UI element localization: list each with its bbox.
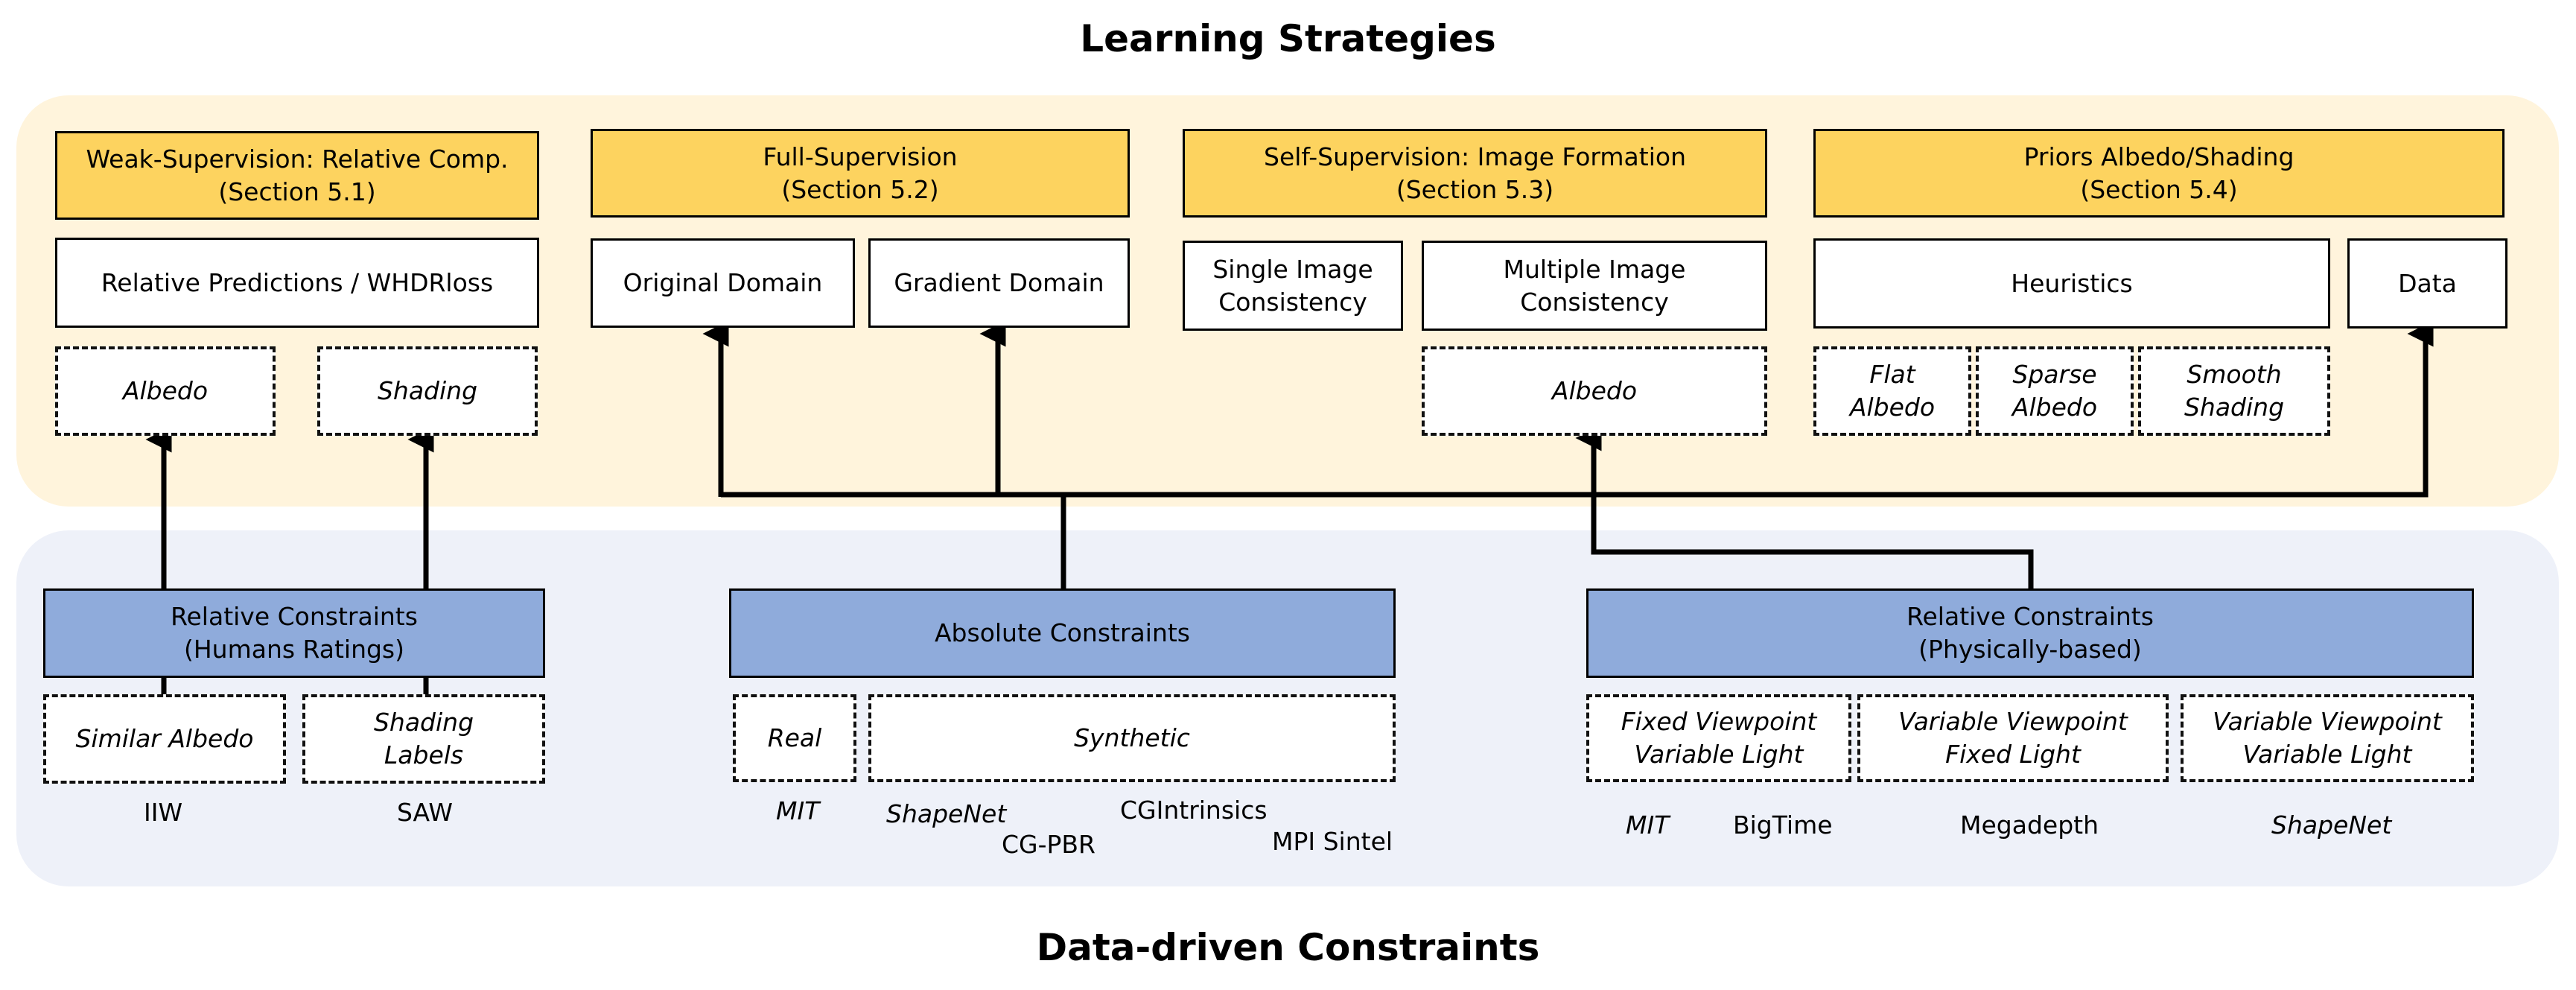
multiple-image-consistency-box: Multiple Image Consistency — [1422, 241, 1767, 331]
variable-viewpoint-fixed-light-box: Variable Viewpoint Fixed Light — [1857, 694, 2169, 782]
dataset-shapenet-absolute: ShapeNet — [886, 799, 1007, 828]
full-supervision-box: Full-Supervision (Section 5.2) — [591, 129, 1130, 218]
data-driven-constraints-title: Data-driven Constraints — [1036, 926, 1540, 969]
smooth-shading-box: Smooth Shading — [2138, 346, 2330, 436]
original-domain-box: Original Domain — [591, 238, 855, 328]
single-image-consistency-box: Single Image Consistency — [1183, 241, 1403, 331]
relative-predictions-box: Relative Predictions / WHDRloss — [55, 238, 539, 328]
fixed-viewpoint-variable-light-box: Fixed Viewpoint Variable Light — [1586, 694, 1851, 782]
dataset-mit-relative: MIT — [1626, 810, 1670, 840]
dataset-mit-absolute: MIT — [776, 796, 820, 825]
priors-box: Priors Albedo/Shading (Section 5.4) — [1813, 129, 2505, 218]
heuristics-box: Heuristics — [1813, 238, 2330, 329]
similar-albedo-box: Similar Albedo — [43, 694, 286, 784]
dataset-cgintrinsics: CGIntrinsics — [1120, 796, 1268, 825]
dataset-mpi-sintel: MPI Sintel — [1272, 827, 1393, 856]
dataset-megadepth: Megadepth — [1960, 810, 2099, 840]
self-supervision-box: Self-Supervision: Image Formation (Secti… — [1183, 129, 1767, 218]
shading-labels-box: Shading Labels — [302, 694, 545, 784]
connector-absolute-bus — [721, 492, 1066, 588]
dataset-iiw: IIW — [144, 798, 183, 827]
real-box: Real — [733, 694, 856, 782]
gradient-domain-box: Gradient Domain — [868, 238, 1130, 328]
sparse-albedo-box: Sparse Albedo — [1976, 346, 2134, 436]
variable-viewpoint-variable-light-box: Variable Viewpoint Variable Light — [2181, 694, 2474, 782]
shading-weak-box: Shading — [317, 346, 538, 436]
relative-constraints-humans-box: Relative Constraints (Humans Ratings) — [43, 588, 545, 678]
dataset-saw: SAW — [397, 798, 453, 827]
relative-constraints-physical-box: Relative Constraints (Physically-based) — [1586, 588, 2474, 678]
arrow-to-data — [1063, 320, 2434, 498]
dataset-cg-pbr: CG-PBR — [1002, 830, 1095, 859]
absolute-constraints-box: Absolute Constraints — [729, 588, 1396, 678]
flat-albedo-box: Flat Albedo — [1813, 346, 1971, 436]
data-box: Data — [2347, 238, 2507, 329]
dataset-bigtime: BigTime — [1733, 810, 1833, 840]
learning-strategies-title: Learning Strategies — [1080, 17, 1496, 60]
arrow-physical-to-albedo — [1575, 425, 2034, 588]
dataset-shapenet-relative: ShapeNet — [2271, 810, 2392, 840]
weak-supervision-box: Weak-Supervision: Relative Comp. (Sectio… — [55, 131, 539, 220]
synthetic-box: Synthetic — [868, 694, 1396, 782]
albedo-weak-box: Albedo — [55, 346, 276, 436]
albedo-self-box: Albedo — [1422, 346, 1767, 436]
